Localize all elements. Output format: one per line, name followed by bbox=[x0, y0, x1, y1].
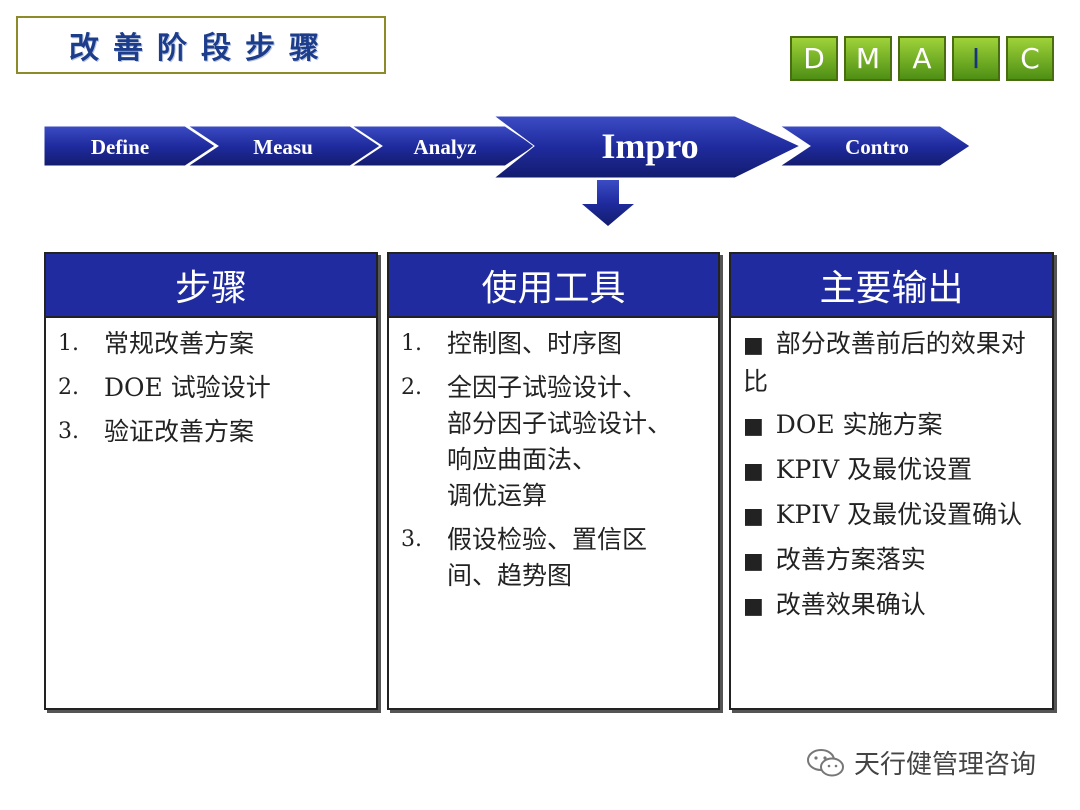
down-arrow-icon bbox=[582, 180, 634, 226]
list-text: 改善方案落实 bbox=[775, 545, 926, 574]
phase-improve-label: Impro bbox=[601, 126, 698, 166]
list-number: 1. bbox=[58, 331, 79, 356]
bullet-icon: ■ bbox=[743, 594, 764, 619]
chevron-improve bbox=[492, 115, 802, 179]
chevron-analyze bbox=[350, 125, 536, 167]
list-number: 2. bbox=[401, 375, 422, 400]
slide-title-box: 改善阶段步骤 bbox=[16, 16, 386, 74]
bullet-icon: ■ bbox=[743, 549, 764, 574]
column-outputs-header: 主要输出 bbox=[731, 254, 1052, 318]
column-tools: 使用工具 1. 控制图、时序图 2. 全因子试验设计、 部分因子试验设计、 响应… bbox=[387, 252, 720, 710]
column-steps-header: 步骤 bbox=[46, 254, 376, 318]
column-tools-header: 使用工具 bbox=[389, 254, 718, 318]
list-item: ■ 改善效果确认 bbox=[743, 587, 1042, 625]
chevron-define bbox=[43, 125, 216, 167]
phase-analyze-label: Analyz bbox=[414, 135, 477, 159]
list-item: ■部分改善前后的效果对比 bbox=[743, 326, 1042, 400]
phase-define-label: Define bbox=[91, 135, 149, 159]
list-text: 常规改善方案 bbox=[104, 329, 255, 358]
list-text: KPIV 及最优设置确认 bbox=[775, 500, 1023, 529]
phase-chevron-bar: Define Measu Analyz Impro Contro bbox=[43, 115, 971, 226]
phase-control-label: Contro bbox=[845, 135, 909, 159]
watermark-text: 天行健管理咨询 bbox=[854, 750, 1037, 780]
list-number: 3. bbox=[401, 527, 422, 552]
list-text: KPIV 及最优设置 bbox=[775, 455, 973, 484]
list-text: 部分改善前后的效果对比 bbox=[743, 329, 1026, 396]
list-item: 1. 控制图、时序图 bbox=[401, 326, 708, 362]
list-text: 全因子试验设计、 部分因子试验设计、 响应曲面法、 调优运算 bbox=[447, 373, 673, 510]
dmaic-i: I bbox=[952, 36, 1000, 81]
phase-measure-label: Measu bbox=[253, 135, 313, 159]
list-item: ■ DOE 实施方案 bbox=[743, 407, 1042, 445]
dmaic-m: M bbox=[844, 36, 892, 81]
list-item: ■ 改善方案落实 bbox=[743, 542, 1042, 580]
column-outputs: 主要输出 ■部分改善前后的效果对比 ■DOE 实施方案 ■KPIV 及最优设置 … bbox=[729, 252, 1054, 710]
list-number: 1. bbox=[401, 331, 422, 356]
list-text: 验证改善方案 bbox=[104, 417, 255, 446]
slide-title: 改善阶段步骤 bbox=[69, 31, 333, 66]
list-item: 2. DOE 试验设计 bbox=[58, 370, 366, 406]
list-number: 3. bbox=[58, 419, 79, 444]
dmaic-c: C bbox=[1006, 36, 1054, 81]
wechat-icon bbox=[807, 748, 844, 776]
dmaic-d: D bbox=[790, 36, 838, 81]
dmaic-tabs: D M A I C bbox=[790, 36, 1054, 81]
list-text: 控制图、时序图 bbox=[447, 329, 623, 358]
list-item: 3. 验证改善方案 bbox=[58, 414, 366, 450]
list-item: ■ KPIV 及最优设置 bbox=[743, 452, 1042, 490]
bullet-icon: ■ bbox=[743, 459, 764, 484]
watermark: 天行健管理咨询 bbox=[806, 744, 1036, 781]
list-item: ■ KPIV 及最优设置确认 bbox=[743, 497, 1042, 535]
list-item: 1. 常规改善方案 bbox=[58, 326, 366, 362]
list-text: 假设检验、置信区 间、趋势图 bbox=[447, 525, 648, 590]
list-item: 3. 假设检验、置信区 间、趋势图 bbox=[401, 522, 708, 594]
chevron-measure bbox=[186, 125, 381, 167]
list-text: DOE 实施方案 bbox=[775, 410, 943, 439]
dmaic-a: A bbox=[898, 36, 946, 81]
column-steps: 步骤 1. 常规改善方案 2. DOE 试验设计 3. 验证改善方案 bbox=[44, 252, 378, 710]
list-text: DOE 试验设计 bbox=[104, 373, 271, 402]
list-text: 改善效果确认 bbox=[775, 590, 926, 619]
list-number: 2. bbox=[58, 375, 79, 400]
list-item: 2. 全因子试验设计、 部分因子试验设计、 响应曲面法、 调优运算 bbox=[401, 370, 708, 514]
bullet-icon: ■ bbox=[743, 414, 764, 439]
chevron-control bbox=[778, 125, 971, 167]
bullet-icon: ■ bbox=[743, 333, 764, 358]
bullet-icon: ■ bbox=[743, 504, 764, 529]
